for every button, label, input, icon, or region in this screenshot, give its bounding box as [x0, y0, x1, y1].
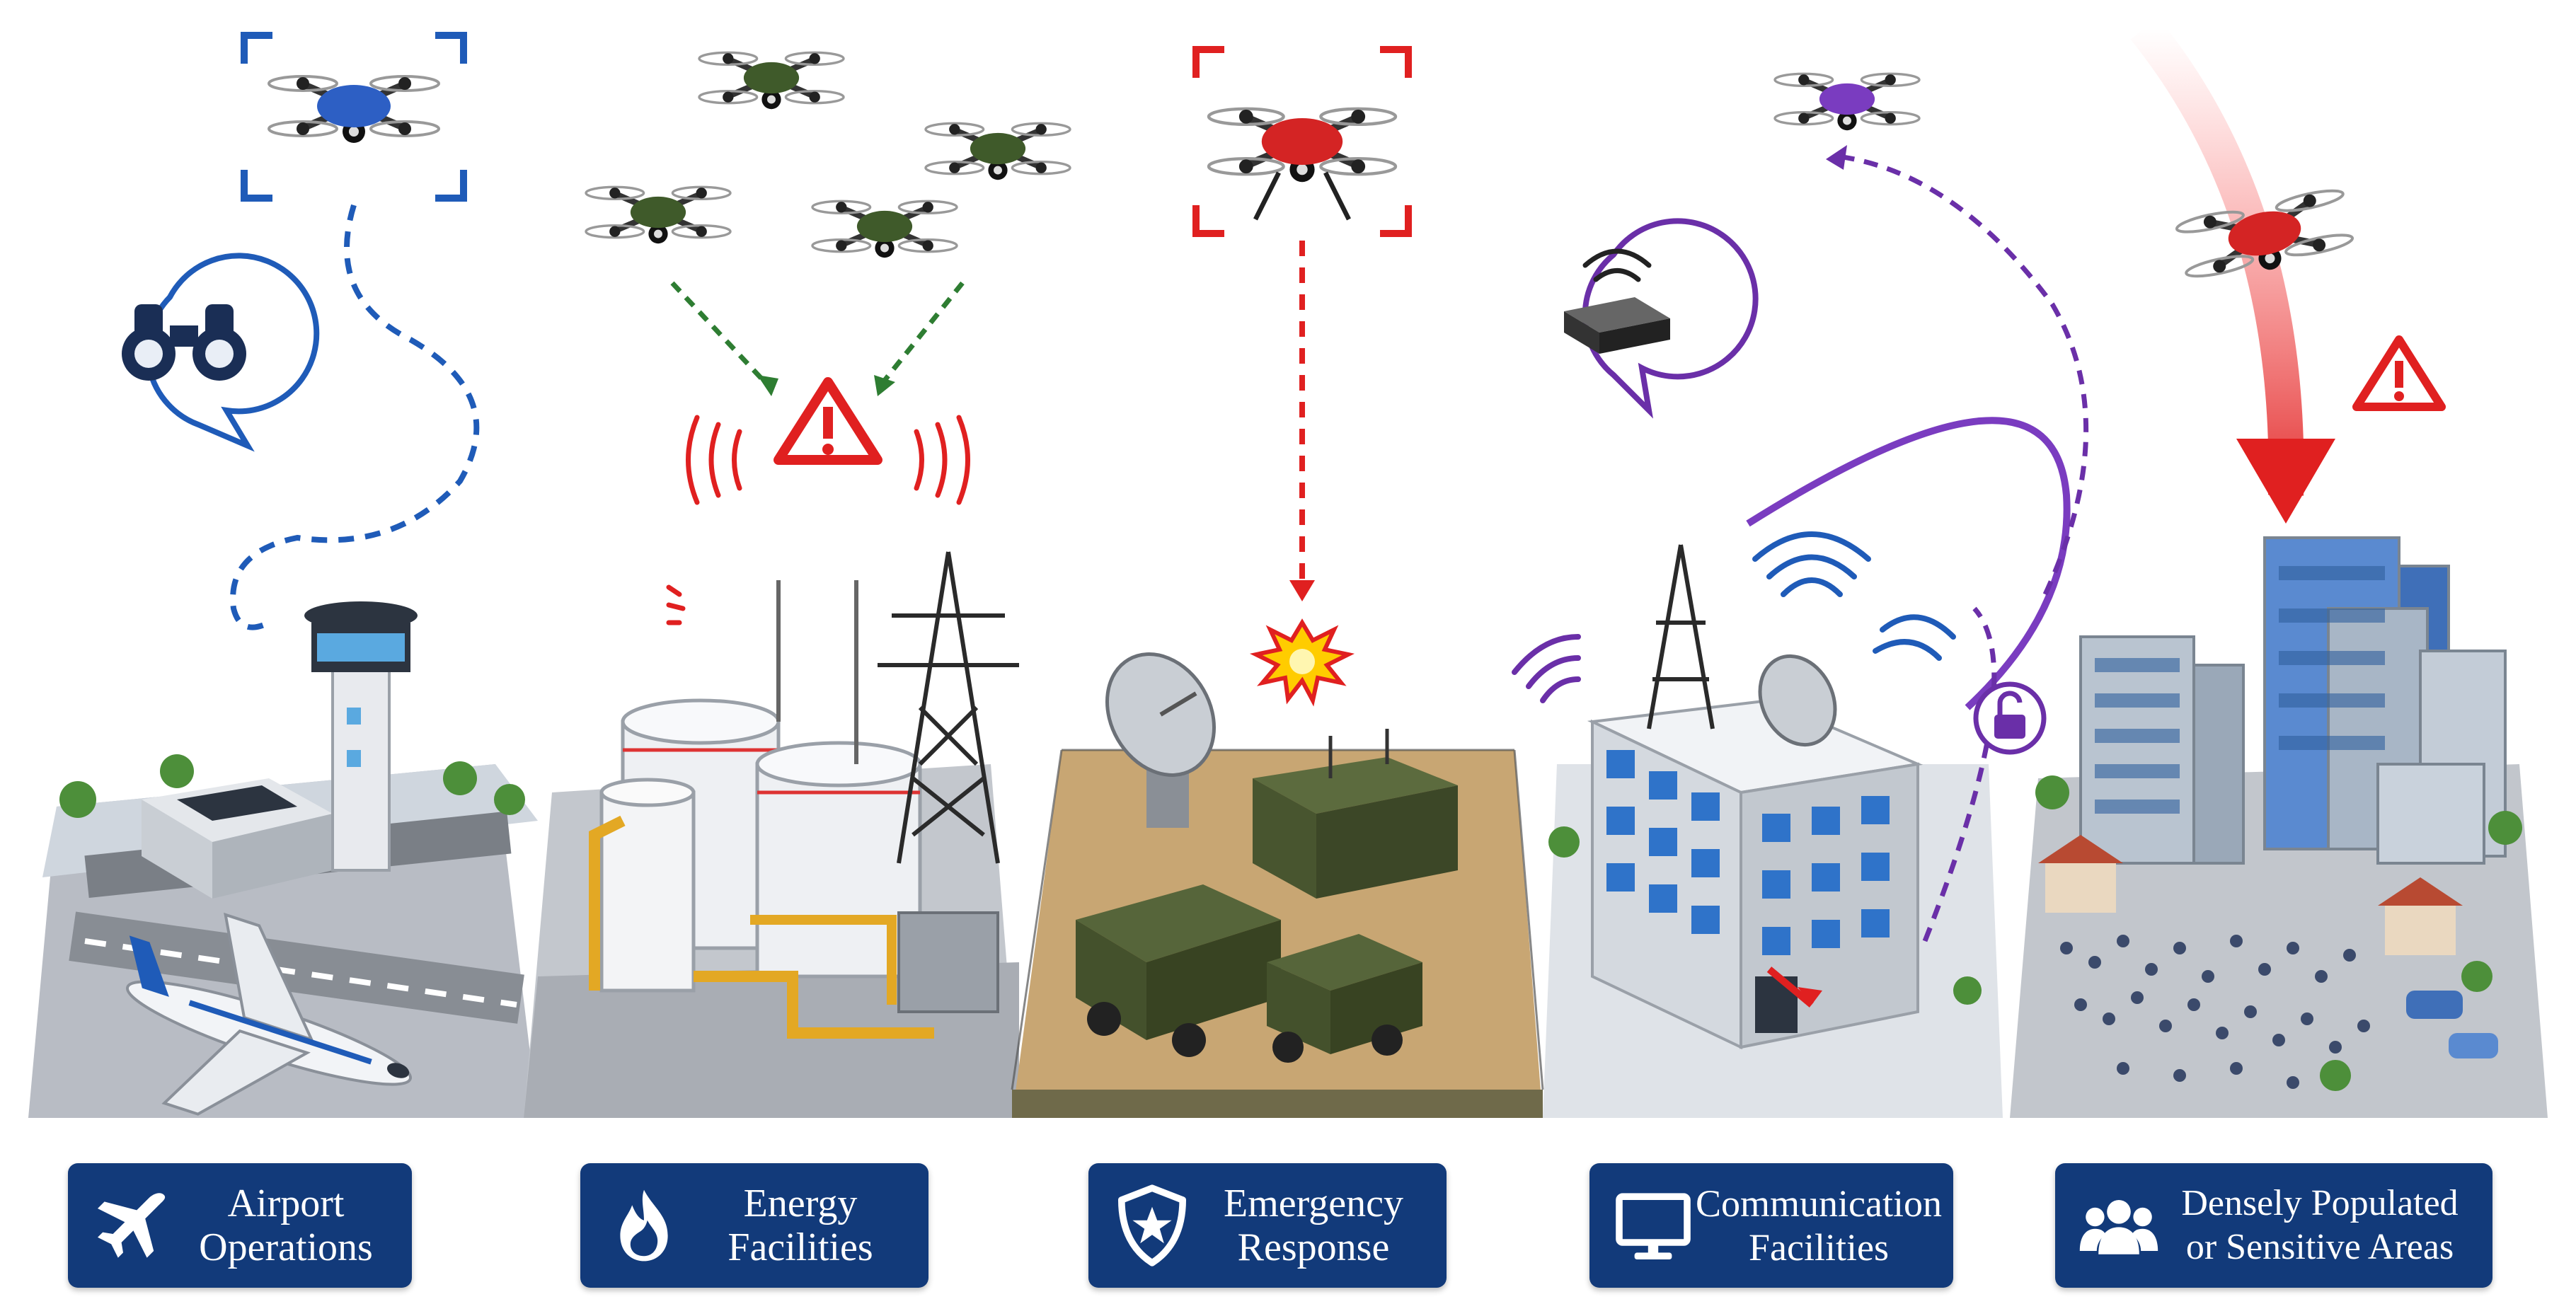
label-line1: Airport	[227, 1182, 345, 1225]
warning-icon-energy	[774, 377, 882, 465]
airplane-icon	[98, 1193, 166, 1258]
drone-target-bracket-blue	[241, 32, 467, 202]
router-icon	[1564, 248, 1670, 354]
drone-target-bracket-red	[1192, 46, 1412, 237]
swarm-drone-1	[699, 52, 844, 109]
label-line1: Communication	[1696, 1182, 1942, 1225]
label-line2: Operations	[199, 1225, 373, 1269]
swarm-drone-2	[926, 123, 1070, 180]
label-line1: Emergency	[1224, 1182, 1403, 1225]
communication-panel	[1512, 417, 2071, 1118]
swarm-drone-4	[812, 201, 957, 258]
label-line2: or Sensitive Areas	[2185, 1227, 2454, 1267]
label-line2: Response	[1237, 1225, 1390, 1269]
label-line1: Energy	[743, 1182, 858, 1225]
warning-icon-populated	[2352, 335, 2446, 411]
monitor-icon	[1616, 1193, 1691, 1259]
purple-drone	[1775, 74, 1919, 130]
energy-panel	[524, 551, 1019, 1118]
binoculars-callout	[122, 253, 320, 452]
flame-icon	[620, 1189, 668, 1262]
label-line2: Facilities	[728, 1225, 873, 1269]
people-icon	[2079, 1200, 2158, 1254]
surveillance-path	[230, 204, 480, 630]
falling-drone	[2175, 187, 2355, 287]
surveillance-drone	[269, 76, 439, 143]
label-line2: Facilities	[1749, 1226, 1889, 1269]
shield-star-icon	[1118, 1184, 1186, 1267]
unlocked-padlock-icon	[1973, 681, 2047, 755]
label-line1: Densely Populated	[2181, 1183, 2459, 1223]
swarm-paths	[670, 281, 965, 391]
emergency-panel	[1011, 618, 1544, 1118]
router-callout	[1564, 218, 1759, 419]
alarm-waves	[666, 415, 970, 625]
airport-panel	[28, 601, 538, 1118]
populated-panel	[2010, 17, 2548, 1118]
swarm-drone-3	[586, 187, 730, 243]
attack-drone	[1209, 109, 1396, 221]
binoculars-icon	[122, 304, 246, 381]
